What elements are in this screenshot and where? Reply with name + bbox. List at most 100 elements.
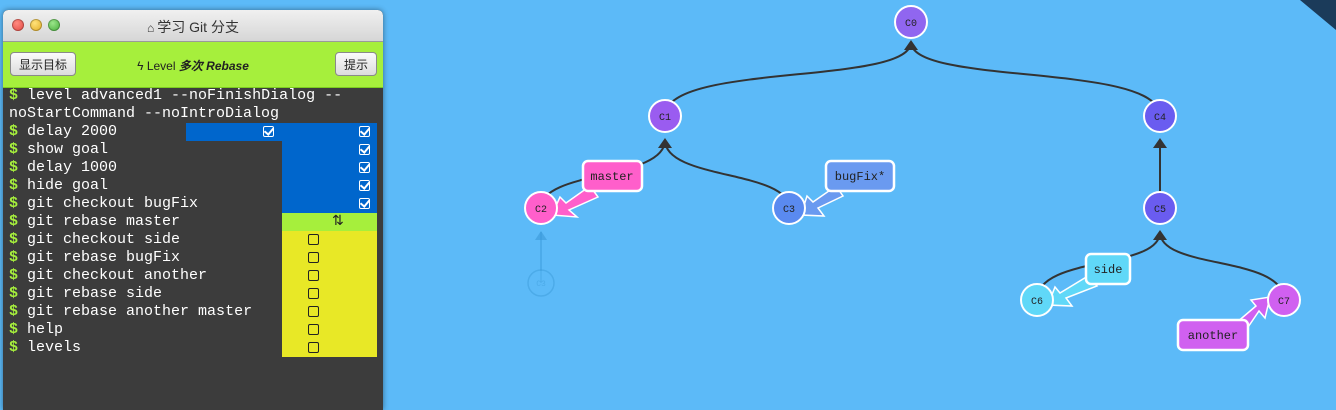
- branch-another[interactable]: another: [1176, 318, 1250, 352]
- another-branch-arrow: [1234, 296, 1271, 335]
- prompt-symbol: $: [9, 285, 19, 302]
- status-bar-pending: [282, 267, 377, 285]
- branch-master[interactable]: master: [581, 159, 644, 193]
- commit-c6-circle: [1020, 283, 1054, 317]
- unchecked-checkbox-icon: [308, 252, 319, 263]
- branch-bugfix-label: bugFix*: [835, 170, 885, 184]
- prompt-symbol: $: [9, 141, 19, 158]
- commit-c2-circle: [524, 191, 558, 225]
- console-line-text: hide goal: [27, 177, 109, 194]
- commit-c7-circle: [1267, 283, 1301, 317]
- commit-c4-circle: [1143, 99, 1177, 133]
- console-line-text: show goal: [27, 141, 109, 158]
- console-line-text: git rebase master: [27, 213, 181, 230]
- hint-button[interactable]: 提示: [335, 52, 377, 76]
- status-bar-done: [282, 123, 377, 141]
- checked-checkbox-icon: [263, 126, 274, 137]
- prompt-symbol: $: [9, 177, 19, 194]
- commit-c6-label: C6: [1031, 297, 1043, 308]
- level-panel: ⌂学习 Git 分支 显示目标 ϟ Level 多次 Rebase 提示 ⇅ $…: [3, 10, 383, 410]
- edge-c7-c5: [1159, 231, 1285, 301]
- console-command-line: $ git checkout another: [3, 267, 383, 285]
- status-bar-pending: [282, 339, 377, 357]
- commit-c4[interactable]: C4: [1143, 99, 1177, 133]
- commit-c0-circle: [894, 5, 928, 39]
- console-command-line: $ git checkout bugFix: [3, 195, 383, 213]
- checked-checkbox-icon: [359, 180, 370, 191]
- status-bar-pending: [282, 321, 377, 339]
- level-prefix: Level: [146, 59, 176, 73]
- console-line-text: delay 2000: [27, 123, 118, 140]
- branch-another-box: [1176, 318, 1250, 352]
- prompt-symbol: $: [9, 159, 19, 176]
- commit-c4-label: C4: [1154, 113, 1166, 124]
- console-line-text: git checkout bugFix: [27, 195, 199, 212]
- refresh-icon: ⇅: [332, 213, 344, 229]
- ghost-commit-circle: [527, 269, 555, 297]
- commit-c0-label: C0: [905, 19, 917, 30]
- bugfix-branch-arrow: [799, 184, 845, 217]
- console-command-line: $ git rebase master: [3, 213, 383, 231]
- edge-c2-c1: [540, 139, 666, 209]
- status-bar-running: [282, 213, 377, 231]
- unchecked-checkbox-icon: [308, 306, 319, 317]
- maximize-window-button[interactable]: [48, 19, 60, 31]
- commit-c1[interactable]: C1: [648, 99, 682, 133]
- branch-bugfix-box: [824, 159, 896, 193]
- arrowhead-c0: [904, 40, 918, 50]
- branch-bugfix[interactable]: bugFix*: [824, 159, 896, 193]
- console-line-text: noStartCommand --noIntroDialog: [9, 105, 280, 122]
- branch-master-box: [581, 159, 644, 193]
- edge-c3-c1: [664, 139, 790, 209]
- branch-side-box: [1084, 252, 1132, 286]
- corner-fold: [1300, 0, 1336, 30]
- arrowhead-c4: [1153, 138, 1167, 148]
- command-console: ⇅ $ level advanced1 --noFinishDialog --n…: [3, 87, 383, 357]
- console-command-line: $ delay 1000: [3, 159, 383, 177]
- commit-c7[interactable]: C7: [1267, 283, 1301, 317]
- status-bar-pending: [282, 303, 377, 321]
- commit-c3[interactable]: C3: [772, 191, 806, 225]
- minimize-window-button[interactable]: [30, 19, 42, 31]
- console-command-line: $ show goal: [3, 141, 383, 159]
- ghost-commit-c3: C3: [527, 269, 555, 297]
- commit-c2[interactable]: C2: [524, 191, 558, 225]
- status-bar-pending: [282, 231, 377, 249]
- branch-arrows: [550, 184, 1271, 335]
- commit-c2-label: C2: [535, 205, 547, 216]
- commit-c7-label: C7: [1278, 297, 1290, 308]
- console-line-text: help: [27, 321, 64, 338]
- console-command-line: $ levels: [3, 339, 383, 357]
- commit-c0[interactable]: C0: [894, 5, 928, 39]
- branch-side-label: side: [1094, 263, 1123, 277]
- branch-side[interactable]: side: [1084, 252, 1132, 286]
- commit-c6[interactable]: C6: [1020, 283, 1054, 317]
- prompt-symbol: $: [9, 195, 19, 212]
- prompt-symbol: $: [9, 231, 19, 248]
- ghost-commit-label: C3: [536, 280, 546, 289]
- show-goal-button[interactable]: 显示目标: [10, 52, 76, 76]
- prompt-symbol: $: [9, 123, 19, 140]
- unchecked-checkbox-icon: [308, 342, 319, 353]
- console-command-line: $ git rebase side: [3, 285, 383, 303]
- status-bar-done: [282, 177, 377, 195]
- console-command-line: $ level advanced1 --noFinishDialog --: [3, 87, 383, 105]
- level-toolbar: 显示目标 ϟ Level 多次 Rebase 提示: [3, 42, 383, 88]
- status-bar-pending: [282, 285, 377, 303]
- status-bar-done: [282, 195, 377, 213]
- commit-c5[interactable]: C5: [1143, 191, 1177, 225]
- branch-labels: master bugFix* side another: [581, 159, 1250, 352]
- close-window-button[interactable]: [12, 19, 24, 31]
- unchecked-checkbox-icon: [308, 270, 319, 281]
- prompt-symbol: $: [9, 339, 19, 356]
- console-line-text: git rebase another master: [27, 303, 253, 320]
- console-line-text: levels: [27, 339, 82, 356]
- unchecked-checkbox-icon: [308, 288, 319, 299]
- branch-another-label: another: [1188, 329, 1238, 343]
- prompt-symbol: $: [9, 249, 19, 266]
- console-line-text: level advanced1 --noFinishDialog --: [27, 87, 343, 104]
- commit-c5-circle: [1143, 191, 1177, 225]
- status-bar-pending: [282, 249, 377, 267]
- edge-c4-c0: [910, 41, 1161, 117]
- prompt-symbol: $: [9, 303, 19, 320]
